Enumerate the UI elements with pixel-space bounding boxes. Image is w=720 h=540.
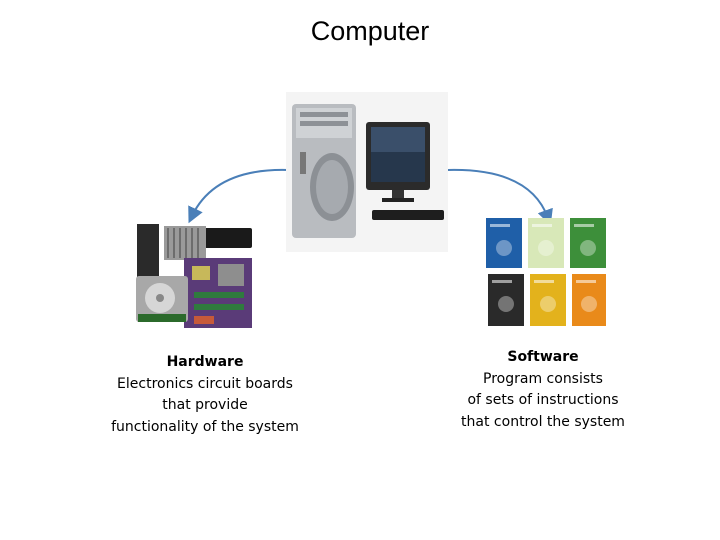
hardware-heading: Hardware bbox=[166, 354, 244, 370]
hardware-caption: Hardware Electronics circuit boards that… bbox=[95, 352, 315, 438]
software-caption: Software Program consists of sets of ins… bbox=[440, 347, 646, 433]
arrow-to-software bbox=[447, 168, 553, 226]
hardware-line: that provide bbox=[162, 397, 248, 413]
software-line: Program consists bbox=[483, 370, 603, 387]
desktop-computer-icon bbox=[286, 92, 448, 252]
hardware-line: functionality of the system bbox=[111, 418, 299, 435]
hardware-components-icon bbox=[136, 224, 252, 328]
arrow-to-hardware bbox=[188, 168, 289, 224]
software-heading: Software bbox=[507, 349, 579, 365]
software-line: of sets of instructions bbox=[467, 392, 619, 408]
hardware-line: Electronics circuit boards bbox=[117, 375, 293, 392]
diagram-title: Computer bbox=[310, 16, 430, 46]
software-boxes-icon bbox=[486, 218, 606, 326]
software-line: that control the system bbox=[461, 413, 625, 430]
